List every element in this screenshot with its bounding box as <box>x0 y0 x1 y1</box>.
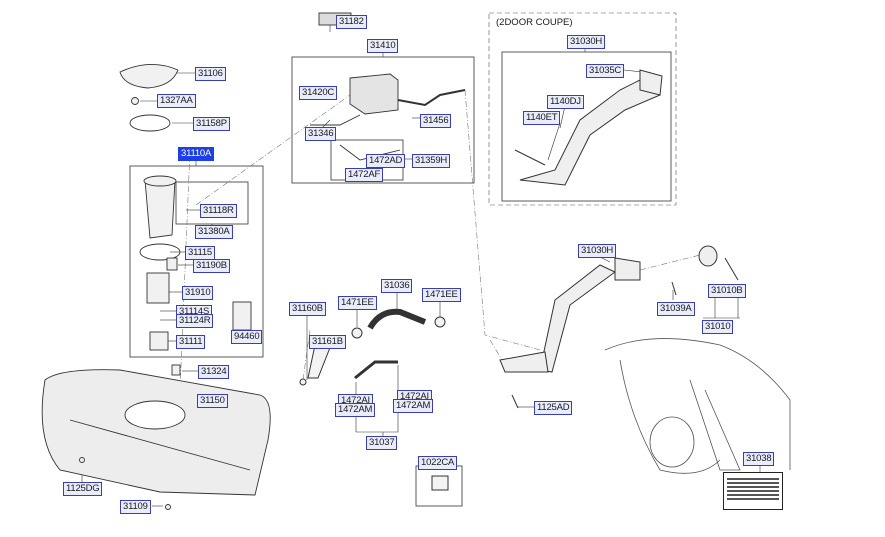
part-label-31109[interactable]: 31109 <box>120 500 151 514</box>
connection-lines <box>179 89 701 391</box>
part-label-1472AF[interactable]: 1472AF <box>345 168 384 182</box>
part-label-31420C[interactable]: 31420C <box>299 86 338 100</box>
part-label-1471EE-b[interactable]: 1471EE <box>422 288 461 302</box>
part-label-1140DJ[interactable]: 1140DJ <box>547 95 584 109</box>
part-label-1472AD[interactable]: 1472AD <box>366 154 406 168</box>
part-label-31036[interactable]: 31036 <box>381 279 413 293</box>
part-label-1472AM-b[interactable]: 1472AM <box>393 399 434 413</box>
part-label-1125DG[interactable]: 1125DG <box>63 482 103 496</box>
part-label-31359H[interactable]: 31359H <box>412 154 451 168</box>
part-label-31039A[interactable]: 31039A <box>657 302 695 316</box>
part-label-31037[interactable]: 31037 <box>366 436 398 450</box>
panel-title: (2DOOR COUPE) <box>496 17 573 28</box>
part-label-31118R[interactable]: 31118R <box>200 204 237 218</box>
filler-neck-drawing <box>499 245 739 409</box>
part-label-31160B[interactable]: 31160B <box>289 302 326 316</box>
part-label-1471EE-a[interactable]: 1471EE <box>338 296 377 310</box>
part-label-31324[interactable]: 31324 <box>198 365 230 379</box>
part-label-1125AD[interactable]: 1125AD <box>534 401 573 415</box>
part-label-31182[interactable]: 31182 <box>336 15 367 29</box>
part-label-31115[interactable]: 31115 <box>185 246 216 260</box>
emission-label-sticker <box>723 472 783 510</box>
coupe-panel-outline <box>488 12 677 206</box>
part-label-31346[interactable]: 31346 <box>305 127 337 141</box>
part-label-1022CA[interactable]: 1022CA <box>418 456 458 470</box>
part-label-94460[interactable]: 94460 <box>231 330 263 344</box>
part-label-31190B[interactable]: 31190B <box>193 259 230 273</box>
part-label-31380A[interactable]: 31380A <box>195 225 233 239</box>
part-label-31010B[interactable]: 31010B <box>708 284 746 298</box>
part-label-31161B[interactable]: 31161B <box>309 335 346 349</box>
part-label-31030H[interactable]: 31030H <box>578 244 617 258</box>
part-label-31150[interactable]: 31150 <box>197 394 228 408</box>
part-label-31030H-coupe[interactable]: 31030H <box>567 35 606 49</box>
part-label-31106[interactable]: 31106 <box>195 67 226 81</box>
part-label-31010[interactable]: 31010 <box>702 320 734 334</box>
pump-drawing <box>119 64 252 376</box>
part-label-31456[interactable]: 31456 <box>420 114 452 128</box>
part-label-31038[interactable]: 31038 <box>743 452 775 466</box>
pump-group-box <box>129 165 264 358</box>
part-label-1472AM-a[interactable]: 1472AM <box>335 403 376 417</box>
coupe-filler-box <box>501 51 672 202</box>
part-label-31910[interactable]: 31910 <box>182 286 214 300</box>
part-label-31124R[interactable]: 31124R <box>176 314 214 328</box>
part-label-31410[interactable]: 31410 <box>367 39 399 53</box>
part-label-31110A-selected[interactable]: 31110A <box>178 147 215 161</box>
car-drawing <box>604 338 791 474</box>
part-label-31035C[interactable]: 31035C <box>586 64 625 78</box>
part-label-31111[interactable]: 31111 <box>176 335 206 349</box>
part-label-1327AA[interactable]: 1327AA <box>157 94 196 108</box>
hose-drawing <box>299 308 449 491</box>
part-label-31158P[interactable]: 31158P <box>193 117 230 131</box>
coupe-filler-drawing <box>514 69 663 186</box>
part-label-1140ET[interactable]: 1140ET <box>523 111 561 125</box>
